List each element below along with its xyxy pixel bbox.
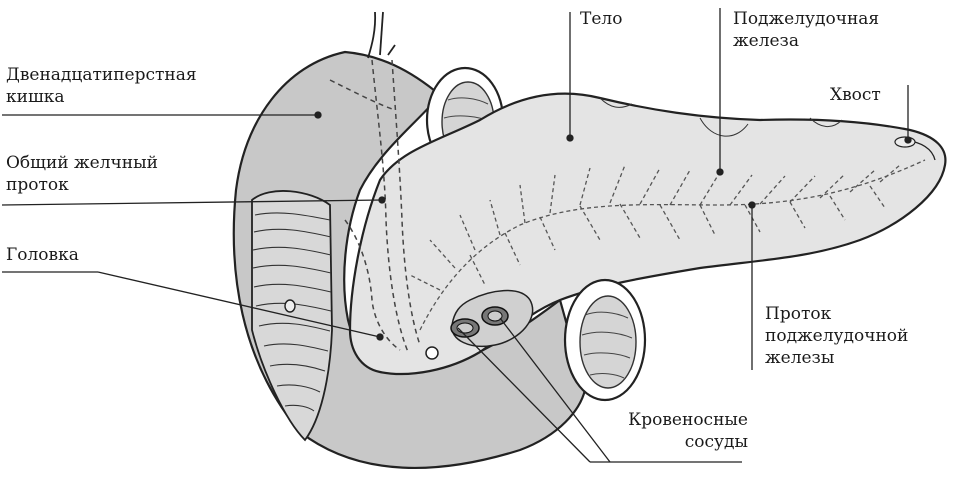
label-pancreatic-duct-line1: Проток xyxy=(765,304,832,324)
label-blood-vessels-line1: Кровеносные xyxy=(628,410,748,430)
label-head-line1: Головка xyxy=(6,245,79,265)
label-blood-vessels-line2: сосуды xyxy=(684,432,748,452)
label-bile-duct: Общий желчный проток xyxy=(6,152,158,196)
papilla xyxy=(284,299,296,313)
label-pancreatic-duct: Проток поджелудочной железы xyxy=(765,303,908,369)
label-pancreas-line1: Поджелудочная xyxy=(733,9,880,29)
pancreatic-duct xyxy=(409,159,926,331)
label-tail-line1: Хвост xyxy=(830,85,881,105)
bile-duct xyxy=(329,59,421,353)
label-bile-duct-line2: проток xyxy=(6,175,69,195)
label-pancreatic-duct-line3: железы xyxy=(765,348,835,368)
label-duodenum-line2: кишка xyxy=(6,87,65,107)
label-body-line1: Тело xyxy=(580,9,623,29)
label-head: Головка xyxy=(6,244,79,266)
label-blood-vessels: Кровеносные сосуды xyxy=(598,409,748,453)
label-pancreas: Поджелудочная железа xyxy=(733,8,879,52)
duodenum-lumen xyxy=(251,190,333,442)
label-pancreas-line2: железа xyxy=(733,31,799,51)
label-duodenum-line1: Двенадцатиперстная xyxy=(6,65,197,85)
label-pancreatic-duct-line2: поджелудочной xyxy=(765,326,909,346)
label-duodenum: Двенадцатиперстная кишка xyxy=(6,64,197,108)
label-tail: Хвост xyxy=(830,84,881,106)
pointer-lines xyxy=(1,8,912,463)
label-bile-duct-line1: Общий желчный xyxy=(6,153,158,173)
label-body: Тело xyxy=(580,8,622,30)
